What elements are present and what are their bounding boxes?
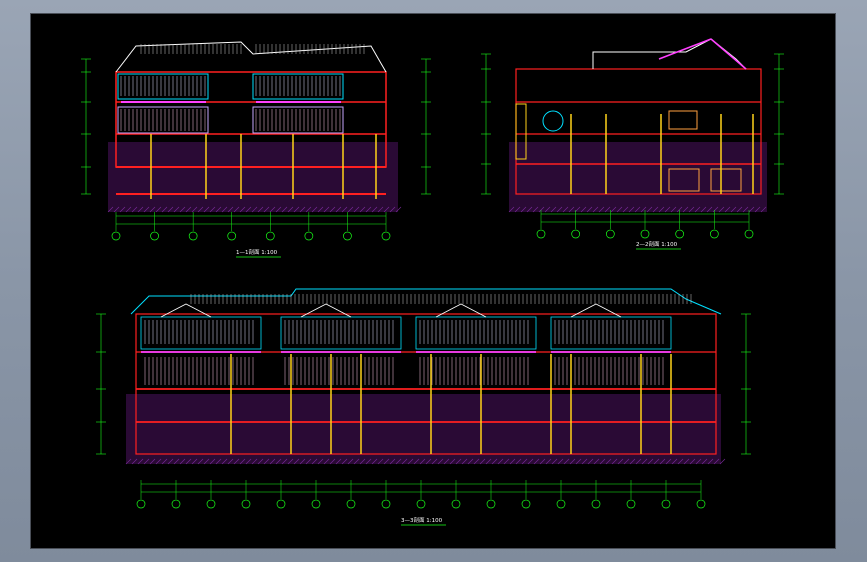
section-view-2: 2—2剖面 1:100	[481, 38, 784, 250]
cad-drawing-canvas[interactable]: 1—1剖面 1:100 2—2剖面 1:100	[30, 13, 836, 549]
section-view-1: 1—1剖面 1:100	[81, 41, 431, 258]
section-2-caption: 2—2剖面 1:100	[636, 240, 678, 248]
section-3-caption: 3—3剖面 1:100	[401, 516, 443, 524]
section-view-3: 3—3剖面 1:100	[96, 288, 751, 526]
cad-drawing-svg: 1—1剖面 1:100 2—2剖面 1:100	[81, 38, 784, 526]
section-1-caption: 1—1剖面 1:100	[236, 248, 278, 256]
